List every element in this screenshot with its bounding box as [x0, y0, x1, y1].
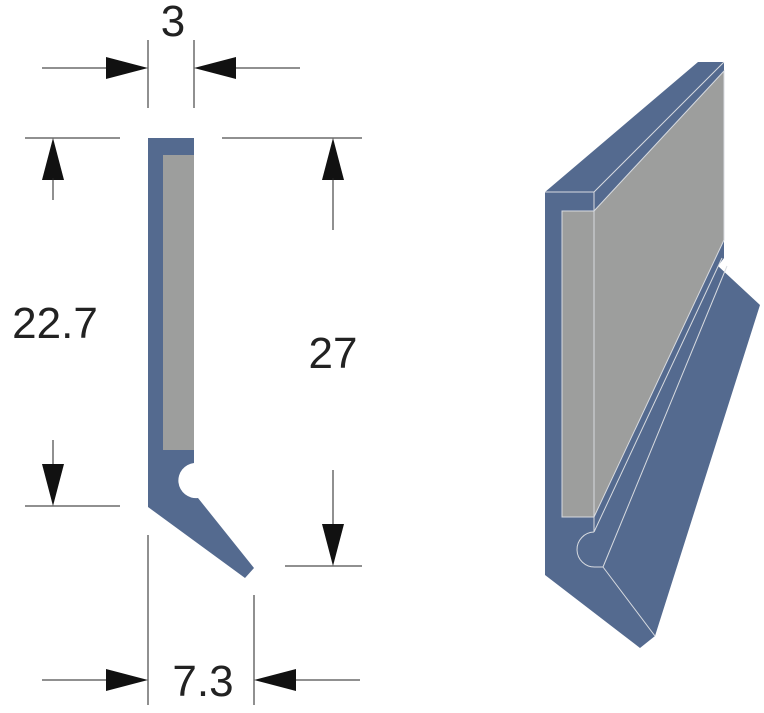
- arrow-left-icon: [194, 57, 236, 79]
- blade-3d-view: [545, 61, 760, 648]
- profile-cross-section: [148, 138, 254, 578]
- profile-insert: [163, 155, 194, 450]
- dimension-total-height: 27: [222, 137, 362, 567]
- arrow-down-icon: [42, 464, 64, 506]
- arrow-right-icon: [106, 669, 148, 691]
- dimension-total-width: 7.3: [42, 535, 360, 706]
- dimension-label-thickness: 3: [161, 0, 185, 46]
- dimension-label-inner-height: 22.7: [12, 299, 98, 348]
- dimension-label-total-height: 27: [309, 329, 358, 378]
- dimension-label-total-width: 7.3: [172, 657, 233, 706]
- arrow-left-icon: [254, 669, 296, 691]
- dimension-thickness: 3: [42, 0, 300, 108]
- arrow-up-icon: [322, 138, 344, 180]
- arrow-up-icon: [42, 138, 64, 180]
- blade-3d-insert-front: [561, 210, 595, 518]
- dimension-inner-height: 22.7: [12, 137, 120, 507]
- arrow-right-icon: [106, 57, 148, 79]
- arrow-down-icon: [322, 524, 344, 566]
